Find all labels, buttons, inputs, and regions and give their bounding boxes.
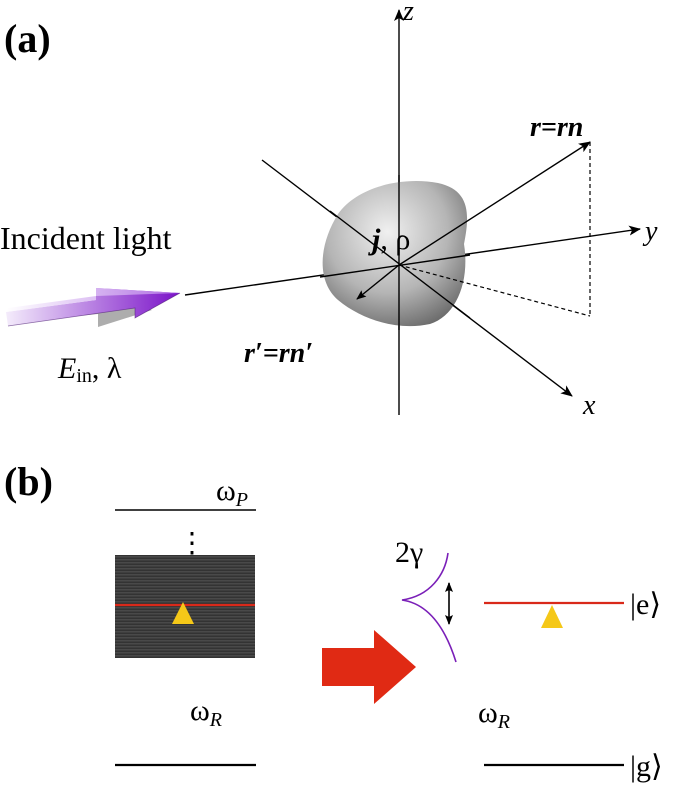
field-label: Ein, λ xyxy=(57,352,122,387)
incident-light-label: Incident light xyxy=(0,220,172,256)
omega-r-label-right: ωR xyxy=(478,696,510,733)
panel-a-label: (a) xyxy=(4,16,51,61)
projection-diagonal xyxy=(398,264,591,317)
omega-r-label-left: ωR xyxy=(190,694,222,731)
rprime-vector-label: r′=rn′ xyxy=(244,338,313,369)
transform-arrow xyxy=(322,630,416,704)
linewidth-label: 2γ xyxy=(395,536,423,569)
continuation-dots: ⋮ xyxy=(178,528,206,559)
x-axis-label: x xyxy=(582,390,596,421)
z-axis-label: z xyxy=(402,0,414,27)
r-vector-label: r=rn xyxy=(530,112,583,143)
ket-g-label: |g⟩ xyxy=(630,750,663,783)
r-vector xyxy=(398,141,591,266)
excitation-arrow-left-head xyxy=(172,602,194,624)
incident-arrow xyxy=(6,288,181,327)
excitation-arrow-right-head xyxy=(541,605,563,628)
lorentzian-curve xyxy=(401,552,457,663)
panel-b-label: (b) xyxy=(4,459,53,504)
scatterer-blob xyxy=(322,181,468,327)
rprime-vector xyxy=(356,264,400,300)
y-axis-label: y xyxy=(642,216,658,247)
omega-p-label: ωP xyxy=(216,474,248,511)
source-label: j, ρ xyxy=(368,223,410,256)
ket-e-label: |e⟩ xyxy=(630,588,661,621)
